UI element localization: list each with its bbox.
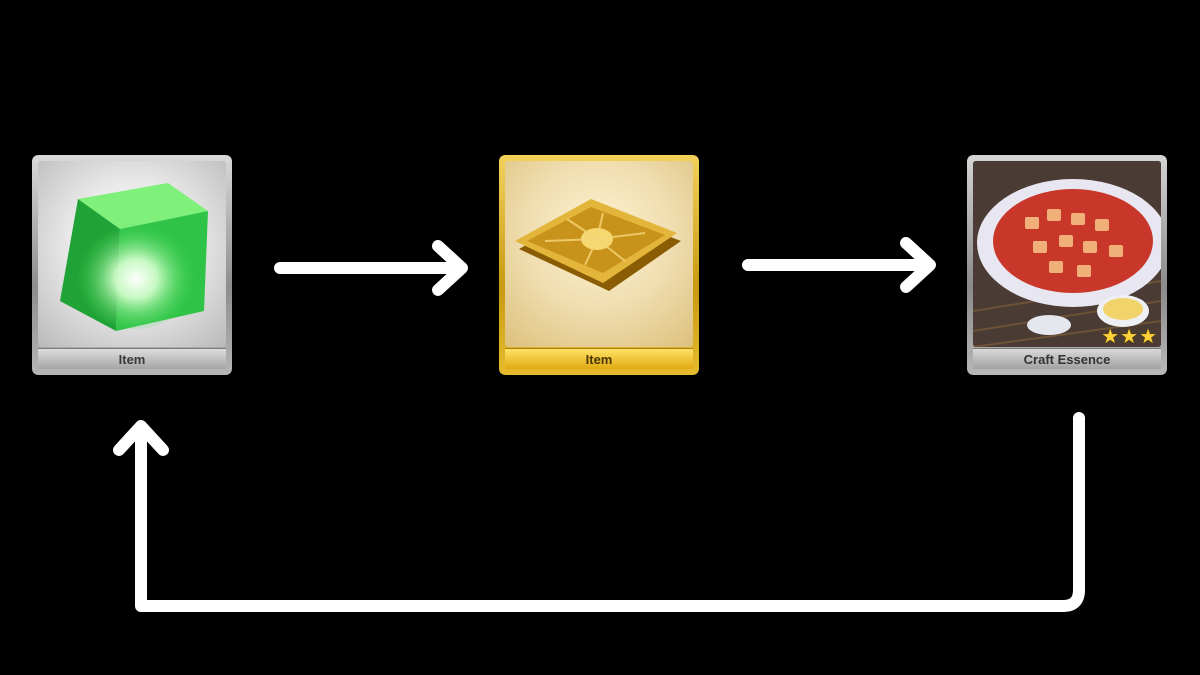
- arrow-head-2: [900, 237, 936, 293]
- card-label: Item: [505, 348, 693, 369]
- gold-tablet-graphic: [515, 199, 681, 291]
- star-icon: ★: [1120, 326, 1139, 348]
- arrow-head-loop: [113, 420, 169, 456]
- card-label: Craft Essence: [973, 348, 1161, 369]
- craft-essence-card[interactable]: ★★★ Craft Essence: [967, 155, 1167, 375]
- arrow-head-1: [432, 240, 468, 296]
- loop-back-arrow: [135, 412, 1085, 612]
- item-card-green-cube[interactable]: Item: [32, 155, 232, 375]
- rarity-stars: ★★★: [1101, 327, 1157, 347]
- gold-tablet-icon: [505, 161, 693, 347]
- star-icon: ★: [1101, 326, 1120, 348]
- mapo-tofu-graphic: [973, 161, 1161, 347]
- item-card-gold-tablet[interactable]: Item: [499, 155, 699, 375]
- green-cube-graphic: [60, 183, 208, 331]
- green-cube-icon: [38, 161, 226, 347]
- mapo-tofu-icon: [973, 161, 1161, 347]
- card-label: Item: [38, 348, 226, 369]
- star-icon: ★: [1139, 326, 1157, 348]
